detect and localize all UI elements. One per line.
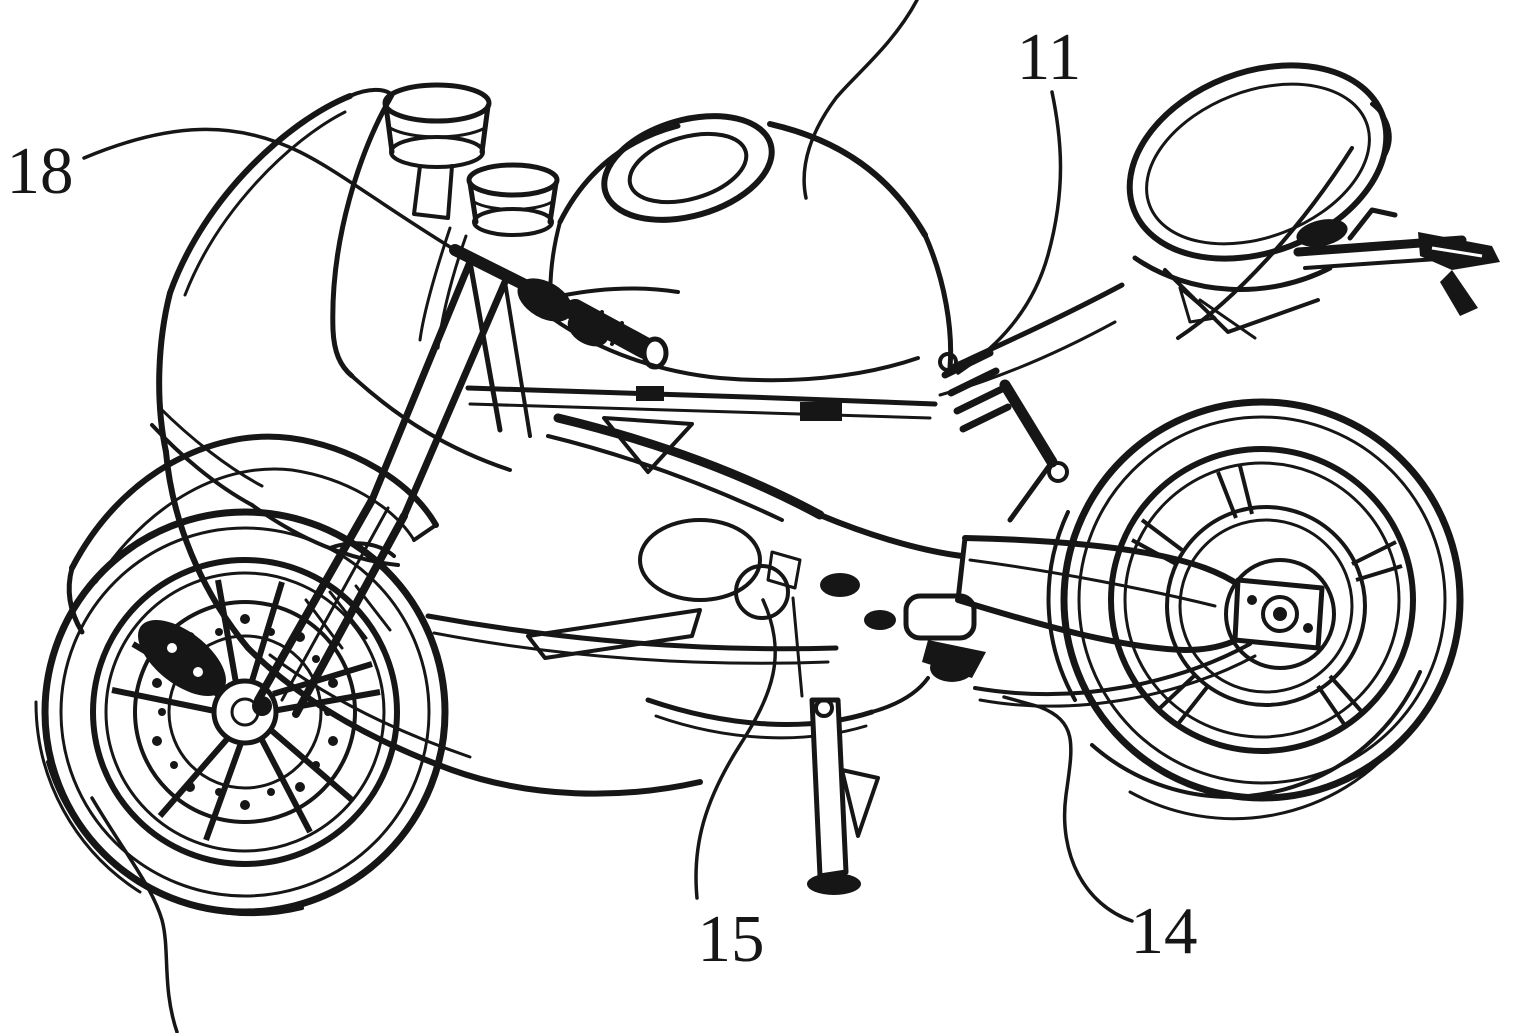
kickstand — [807, 697, 880, 895]
fluid-reservoir-cap — [466, 162, 560, 198]
steering-head — [467, 259, 503, 433]
filler-cap-recess — [601, 113, 775, 223]
tire-contour-line — [1090, 670, 1422, 799]
reference-labels: 18 11 15 14 — [7, 20, 1198, 976]
fairing-wing-panel — [526, 608, 702, 660]
swingarm — [930, 535, 1336, 708]
leader-line-18 — [82, 127, 457, 252]
engine-case — [638, 518, 762, 602]
belly-pan — [245, 645, 703, 797]
linkage — [1007, 459, 1055, 523]
fluid-reservoir-cap — [382, 82, 492, 124]
tire-contour-line — [1046, 510, 1077, 702]
cable — [436, 234, 468, 350]
front-fairing — [150, 290, 703, 797]
leader-line-top-cropped — [802, 0, 919, 200]
chain — [978, 654, 1257, 708]
headlight-recess — [150, 423, 254, 507]
subframe-bracket — [1163, 268, 1320, 334]
lower-rail — [425, 613, 839, 652]
kickstand-foot — [807, 873, 861, 895]
reservoir-body — [412, 164, 454, 220]
exhaust — [645, 697, 875, 727]
leader-line-14 — [1002, 695, 1134, 923]
cable — [418, 226, 452, 342]
ref-label-18: 18 — [7, 134, 74, 208]
chain — [973, 642, 1252, 697]
frame-plate — [602, 416, 694, 474]
handlebar-assembly — [382, 82, 680, 370]
fender-brace — [328, 541, 396, 558]
ref-label-15: 15 — [698, 902, 765, 976]
front-wheel — [34, 508, 449, 917]
rear-wheel — [1046, 398, 1464, 821]
brake-lever — [558, 286, 680, 298]
frame-rail — [465, 385, 938, 407]
frame-spar — [553, 413, 825, 520]
brake-disc — [133, 600, 357, 824]
handlebar-grip — [564, 299, 656, 359]
tire-contour-line — [1128, 738, 1402, 821]
windscreen — [167, 87, 395, 379]
front-fork — [252, 258, 509, 718]
rear-footpeg-assembly — [1293, 207, 1500, 316]
tire-contour-line — [34, 700, 142, 894]
front-brake-caliper — [138, 619, 226, 697]
leader-line-15 — [694, 598, 777, 900]
tail-cowl — [1126, 62, 1392, 340]
leader-lines — [82, 0, 1134, 1033]
filler-cap — [627, 131, 749, 205]
ref-label-11: 11 — [1017, 20, 1082, 94]
leader-line-11 — [956, 90, 1063, 375]
shock-body — [999, 379, 1058, 468]
front-axle — [252, 696, 272, 716]
rider-footpeg — [922, 640, 986, 678]
leader-line-bottom-cropped — [90, 796, 179, 1033]
clip-on-bar — [449, 244, 581, 316]
front-fender — [66, 433, 439, 635]
fork-slider — [254, 496, 376, 704]
rear-wheel-spokes — [1131, 465, 1403, 726]
ref-label-14: 14 — [1131, 894, 1198, 968]
chain-guard — [903, 593, 977, 641]
frame-and-engine — [425, 259, 986, 740]
fuel-tank — [548, 113, 954, 383]
